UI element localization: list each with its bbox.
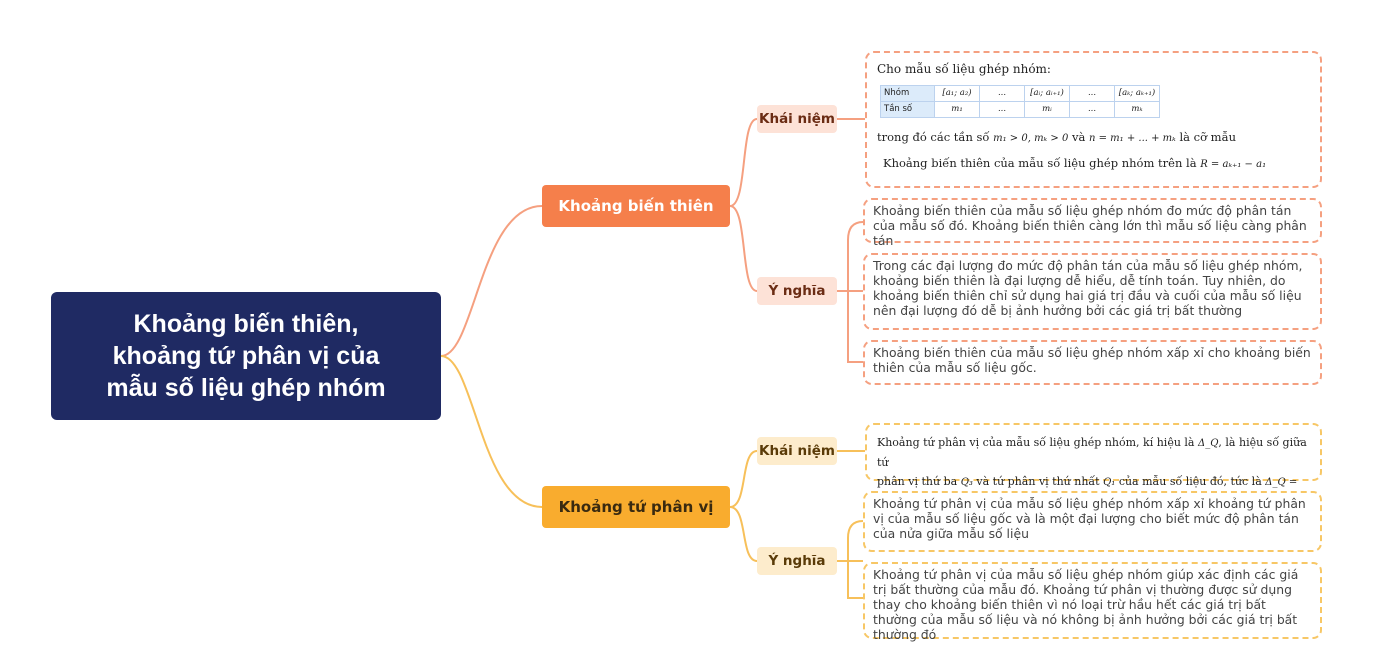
table-cell: mₖ: [1114, 101, 1160, 118]
branch-range[interactable]: Khoảng biến thiên: [542, 185, 730, 227]
table-cell: mᵢ: [1024, 101, 1070, 118]
iqr-meaning-text-2: Khoảng tứ phân vị của mẫu số liệu ghép n…: [873, 567, 1299, 642]
iqr-meaning-box-1[interactable]: Khoảng tứ phân vị của mẫu số liệu ghép n…: [863, 491, 1322, 552]
meaning2-bracket: [837, 520, 864, 599]
table-cell: ...: [1069, 101, 1115, 118]
branch-iqr[interactable]: Khoảng tứ phân vị: [542, 486, 730, 528]
range-concept-condition: trong đó các tần số m₁ > 0, mₖ > 0 và n …: [877, 130, 1237, 144]
range-meaning-text-1: Khoảng biến thiên của mẫu số liệu ghép n…: [873, 203, 1307, 248]
range-meaning-box-1[interactable]: Khoảng biến thiên của mẫu số liệu ghép n…: [863, 198, 1322, 248]
table-cell: Nhóm: [880, 85, 935, 102]
range-concept-box[interactable]: Cho mẫu số liệu ghép nhóm: Nhóm [a₁; a₂)…: [865, 51, 1322, 188]
root-to-iqr-line: [440, 355, 543, 508]
range-concept-formula: Khoảng biến thiên của mẫu số liệu ghép n…: [883, 156, 1267, 170]
table-cell: ...: [979, 85, 1025, 102]
table-cell: [aₖ; aₖ₊₁): [1114, 85, 1160, 102]
iqr-concept-line-1: Khoảng tứ phân vị của mẫu số liệu ghép n…: [877, 436, 1307, 469]
root-topic[interactable]: Khoảng biến thiên, khoảng tứ phân vị của…: [51, 292, 441, 420]
iqr-meaning-node[interactable]: Ý nghĩa: [757, 547, 837, 575]
range-meaning-box-2[interactable]: Trong các đại lượng đo mức độ phân tán c…: [863, 253, 1322, 330]
table-cell: [a₁; a₂): [934, 85, 980, 102]
root-title-line-2: khoảng tứ phân vị của: [112, 342, 380, 370]
iqr-meaning-text-1: Khoảng tứ phân vị của mẫu số liệu ghép n…: [873, 496, 1306, 541]
iqr-meaning-box-2[interactable]: Khoảng tứ phân vị của mẫu số liệu ghép n…: [863, 562, 1322, 642]
table-cell: ...: [1069, 85, 1115, 102]
table-row: Tần số m₁ ... mᵢ ... mₖ: [880, 101, 1160, 118]
root-to-range-line: [440, 205, 543, 357]
iqr-to-concept-line: [729, 450, 758, 508]
iqr-concept-box[interactable]: Khoảng tứ phân vị của mẫu số liệu ghép n…: [865, 423, 1322, 508]
table-row: Nhóm [a₁; a₂) ... [aᵢ; aᵢ₊₁) ... [aₖ; aₖ…: [880, 85, 1160, 102]
iqr-concept-node[interactable]: Khái niệm: [757, 437, 837, 465]
meaning1-bracket: [837, 221, 864, 364]
range-to-concept-line: [729, 118, 758, 207]
table-cell: [aᵢ; aᵢ₊₁): [1024, 85, 1070, 102]
root-title-line-1: Khoảng biến thiên,: [133, 310, 359, 338]
range-meaning-text-2: Trong các đại lượng đo mức độ phân tán c…: [873, 258, 1303, 318]
table-cell: m₁: [934, 101, 980, 118]
group-frequency-table: Nhóm [a₁; a₂) ... [aᵢ; aᵢ₊₁) ... [aₖ; aₖ…: [880, 85, 1160, 118]
range-to-meaning-line: [729, 205, 758, 292]
root-title-line-3: mẫu số liệu ghép nhóm: [106, 374, 386, 402]
range-meaning-text-3: Khoảng biến thiên của mẫu số liệu ghép n…: [873, 345, 1311, 375]
table-cell: ...: [979, 101, 1025, 118]
iqr-to-meaning-line: [729, 506, 758, 562]
range-meaning-box-3[interactable]: Khoảng biến thiên của mẫu số liệu ghép n…: [863, 340, 1322, 385]
range-concept-intro: Cho mẫu số liệu ghép nhóm:: [877, 62, 1051, 76]
table-cell: Tần số: [880, 101, 935, 118]
range-meaning-node[interactable]: Ý nghĩa: [757, 277, 837, 305]
range-concept-node[interactable]: Khái niệm: [757, 105, 837, 133]
